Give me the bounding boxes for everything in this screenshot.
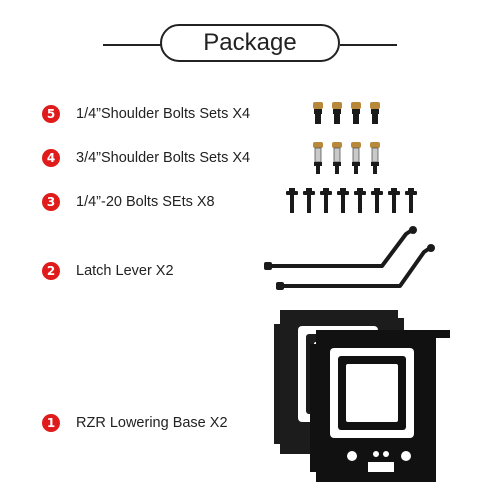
latch-lever-image [264, 226, 435, 290]
item-20-bolts: 3 1/4”-20 Bolts SEts X8 [42, 193, 215, 211]
number-badge: 1 [42, 414, 60, 432]
number-badge: 2 [42, 262, 60, 280]
item-1-4-shoulder-bolts: 5 1/4”Shoulder Bolts Sets X4 [42, 105, 250, 123]
number-badge: 4 [42, 149, 60, 167]
item-label: RZR Lowering Base X2 [76, 415, 228, 431]
lowering-base-image [274, 310, 450, 482]
item-lowering-base: 1 RZR Lowering Base X2 [42, 414, 228, 432]
item-3-4-shoulder-bolts: 4 3/4”Shoulder Bolts Sets X4 [42, 149, 250, 167]
long-shoulder-bolts-image [313, 142, 380, 174]
item-label: Latch Lever X2 [76, 263, 174, 279]
item-latch-lever: 2 Latch Lever X2 [42, 262, 174, 280]
item-label: 1/4”Shoulder Bolts Sets X4 [76, 106, 251, 122]
flange-bolts-image [286, 188, 417, 213]
number-badge: 3 [42, 193, 60, 211]
number-badge: 5 [42, 105, 60, 123]
item-label: 3/4”Shoulder Bolts Sets X4 [76, 150, 251, 166]
package-title: Package [160, 24, 340, 62]
short-shoulder-bolts-image [313, 102, 380, 124]
header-rule-left [103, 44, 161, 46]
package-header: Package [0, 22, 500, 68]
item-label: 1/4”-20 Bolts SEts X8 [76, 194, 215, 210]
header-rule-right [340, 44, 397, 46]
